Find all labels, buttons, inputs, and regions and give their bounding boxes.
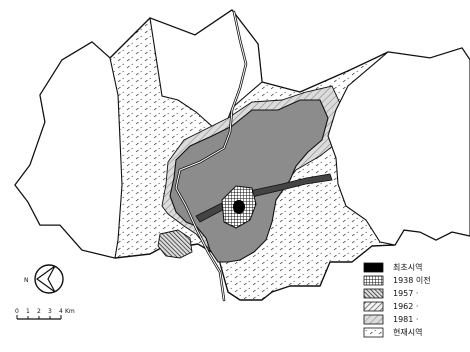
west-district <box>14 41 123 259</box>
legend: 최초시역 1938 이전 1957 · 1962 · 1981 · 현재시역 <box>363 262 431 338</box>
scale-bar: 0 1 2 3 4 Km <box>15 308 75 320</box>
scale-label-3: 3 <box>48 308 52 315</box>
legend-label-1962: 1962 · <box>393 302 418 311</box>
legend-swatch-1981 <box>363 314 384 325</box>
scale-unit: Km <box>65 308 75 315</box>
legend-label-1938: 1938 이전 <box>393 275 431 285</box>
zone-1957-southwest <box>157 229 193 259</box>
northeast-district <box>327 47 470 246</box>
legend-swatch-current <box>363 327 384 338</box>
legend-swatch-1957 <box>363 288 384 299</box>
legend-swatch-1962 <box>363 301 384 312</box>
legend-swatch-1938 <box>363 275 384 286</box>
north-arrow-icon <box>35 265 56 293</box>
scale-label-0: 0 <box>15 308 19 315</box>
legend-swatch-initial <box>363 262 384 273</box>
north-arrow: N <box>24 264 64 294</box>
scale-label-1: 1 <box>26 308 30 315</box>
legend-label-current: 현재시역 <box>393 327 422 337</box>
legend-label-initial: 최초시역 <box>393 262 422 272</box>
legend-label-1981: 1981 · <box>393 315 418 324</box>
scale-label-2: 2 <box>37 308 41 315</box>
north-arrow-letter: N <box>24 277 29 284</box>
north-arrow-circle <box>34 264 64 294</box>
zone-1962 <box>169 99 329 263</box>
scale-label-4: 4 <box>59 308 63 315</box>
river-inner <box>175 11 247 301</box>
initial-city-core <box>233 200 245 214</box>
legend-label-1957: 1957 · <box>393 289 418 298</box>
